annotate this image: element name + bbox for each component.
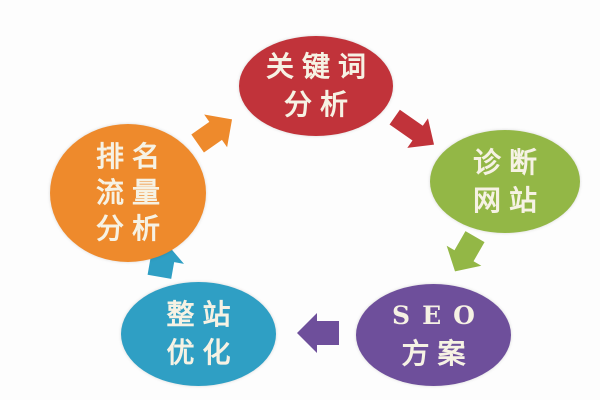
node-label-line: 排名 (95, 140, 168, 173)
node-diagnose-website: 诊断 网站 (430, 130, 580, 233)
node-label-line: 流量 (95, 176, 168, 209)
node-label-line: 分析 (283, 88, 356, 121)
node-seo-plan: SEO 方案 (356, 284, 511, 386)
node-label-line: 网站 (472, 183, 545, 217)
node-ranking-traffic-analysis: 排名 流量 分析 (50, 124, 206, 262)
arrow-keyword-to-diagnose-icon (389, 109, 435, 148)
arrow-ranking-to-keyword-icon (191, 114, 233, 153)
node-label-line: 方案 (401, 337, 474, 370)
node-label-line: SEO (392, 301, 487, 330)
node-label-line: 分析 (95, 212, 168, 245)
node-label-line: 诊断 (472, 145, 545, 179)
node-label-line: 优化 (166, 336, 239, 369)
node-site-optimization: 整站 优化 (121, 282, 276, 386)
arrow-plan-to-optimize-icon (297, 313, 339, 353)
node-label-line: 整站 (166, 298, 239, 331)
node-label-line: 关键词 (265, 50, 374, 83)
node-keyword-analysis: 关键词 分析 (239, 36, 393, 136)
arrow-diagnose-to-plan-icon (446, 231, 485, 272)
